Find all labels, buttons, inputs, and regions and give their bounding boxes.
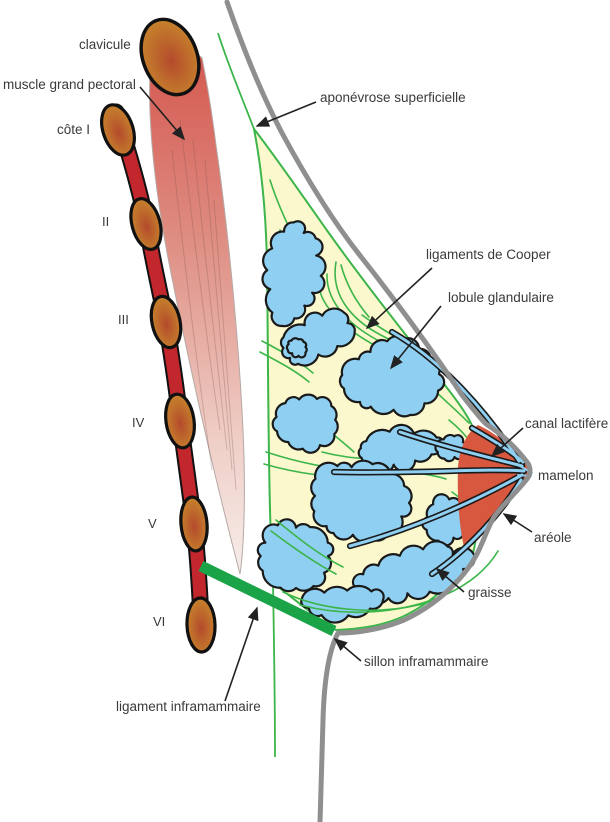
label-sillon-inframammaire: sillon inframammaire bbox=[364, 654, 489, 669]
arrow-areole bbox=[502, 513, 533, 533]
lobule-blob bbox=[338, 335, 446, 418]
arrow-aponevrose bbox=[255, 101, 317, 127]
ducts-core bbox=[332, 330, 533, 576]
label-aponevrose-superficielle: aponévrose superficielle bbox=[320, 90, 466, 105]
label-cote-IV: IV bbox=[132, 415, 145, 430]
label-cote-II: II bbox=[102, 214, 110, 229]
label-lobule-glandulaire: lobule glandulaire bbox=[448, 290, 554, 305]
rib-VI bbox=[185, 596, 217, 654]
inframammary-ligament-band bbox=[198, 561, 337, 636]
rib-sections bbox=[100, 103, 217, 654]
label-graisse: graisse bbox=[468, 585, 512, 600]
arrow-cooper bbox=[365, 267, 433, 330]
arrow-canal bbox=[490, 427, 524, 458]
label-canal-lactifere: canal lactifère bbox=[525, 416, 609, 431]
label-ligaments-de-cooper: ligaments de Cooper bbox=[426, 247, 551, 262]
label-cote-V: V bbox=[148, 516, 157, 531]
annotation-arrows bbox=[139, 86, 533, 702]
rib-I bbox=[100, 103, 136, 157]
lobule-blob bbox=[271, 393, 339, 454]
skin-outline bbox=[224, 0, 533, 822]
arrow-lobule bbox=[389, 305, 442, 370]
rib-V bbox=[179, 495, 209, 553]
pectoral-muscle bbox=[149, 46, 245, 575]
rib-III bbox=[149, 294, 183, 350]
label-cote-VI: VI bbox=[153, 614, 166, 629]
muscle-fiber-streaks bbox=[171, 119, 237, 491]
rib-IV bbox=[164, 392, 196, 450]
arrow-graisse bbox=[435, 567, 465, 593]
lobule-blob bbox=[300, 584, 385, 624]
lobule-blob bbox=[285, 337, 308, 359]
arrow-sillon bbox=[333, 637, 362, 662]
rib-cage bbox=[100, 103, 217, 654]
pectoral-muscle-body bbox=[149, 46, 245, 575]
label-mamelon: mamelon bbox=[538, 468, 594, 483]
label-areole: aréole bbox=[534, 530, 572, 545]
clavicle-bone bbox=[139, 17, 201, 97]
label-muscle-grand-pectoral: muscle grand pectoral bbox=[3, 77, 136, 92]
label-ligament-inframammaire: ligament inframammaire bbox=[116, 699, 261, 714]
lobule-blob bbox=[256, 518, 335, 593]
label-cote-I: côte I bbox=[57, 122, 91, 137]
rib-II bbox=[129, 197, 163, 251]
glandular-lobules bbox=[256, 220, 477, 624]
arrow-ligament bbox=[224, 606, 259, 702]
arrow-muscle bbox=[139, 86, 186, 141]
label-clavicule: clavicule bbox=[79, 37, 131, 52]
label-cote-III: III bbox=[118, 312, 129, 327]
lobule-blob bbox=[261, 220, 327, 328]
